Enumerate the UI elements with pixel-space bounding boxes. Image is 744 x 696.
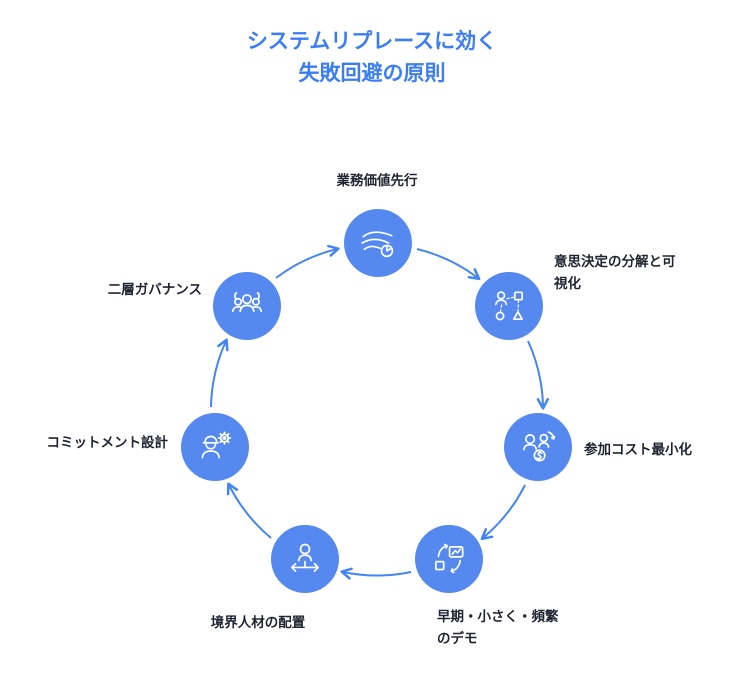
label-line: 早期・小さく・頻繁 [437, 609, 559, 624]
label-line: コミットメント設計 [46, 435, 169, 450]
node-boundary-talent [271, 525, 339, 593]
node-label-boundary-talent: 境界人材の配置 [183, 612, 333, 634]
label-line: 境界人材の配置 [210, 615, 306, 630]
arrow-topright-to-right [527, 340, 550, 410]
node-label-decision-breakdown: 意思決定の分解と可 視化 [554, 251, 690, 294]
label-line: 業務価値先行 [336, 173, 418, 188]
node-label-two-layer-governance: 二層ガバナンス [52, 279, 202, 301]
arrow-topleft-to-top [275, 244, 340, 279]
node-business-value-first [344, 209, 412, 277]
boundary-talent-icon [291, 543, 319, 572]
node-label-business-value-first: 業務価値先行 [277, 170, 477, 192]
node-two-layer-governance [213, 272, 281, 340]
arrow-top-to-topright [416, 248, 481, 281]
node-label-commitment-design: コミットメント設計 [18, 432, 169, 454]
node-label-frequent-demo: 早期・小さく・頻繁 のデモ [437, 606, 602, 649]
arrow-bottomleft-to-left [226, 482, 272, 539]
label-line: 視化 [554, 275, 581, 291]
node-decision-breakdown [475, 272, 543, 340]
title-line-1: システムリプレースに効く [246, 30, 498, 53]
node-frequent-demo [415, 525, 483, 593]
arrow-left-to-topleft [210, 338, 229, 408]
arrow-right-to-bottomright [480, 484, 526, 541]
label-line: のデモ [437, 630, 478, 646]
two-layer-governance-icon [231, 292, 263, 313]
node-label-participation-cost: 参加コスト最小化 [584, 439, 734, 461]
label-line: 二層ガバナンス [107, 282, 202, 297]
commitment-design-icon [201, 431, 232, 459]
participation-cost-icon [522, 431, 556, 462]
page-title: システムリプレースに効く 失敗回避の原則 [0, 26, 744, 89]
frequent-demo-icon [435, 543, 464, 574]
node-commitment-design [181, 413, 249, 481]
decision-decomposition-icon [495, 291, 523, 321]
value-flow-icon [361, 231, 394, 258]
node-participation-cost [504, 413, 572, 481]
label-line: 意思決定の分解と可 [554, 254, 676, 269]
arrow-bottomright-to-bottomleft [340, 567, 412, 580]
title-line-2: 失敗回避の原則 [298, 61, 446, 85]
label-line: 参加コスト最小化 [584, 442, 692, 457]
